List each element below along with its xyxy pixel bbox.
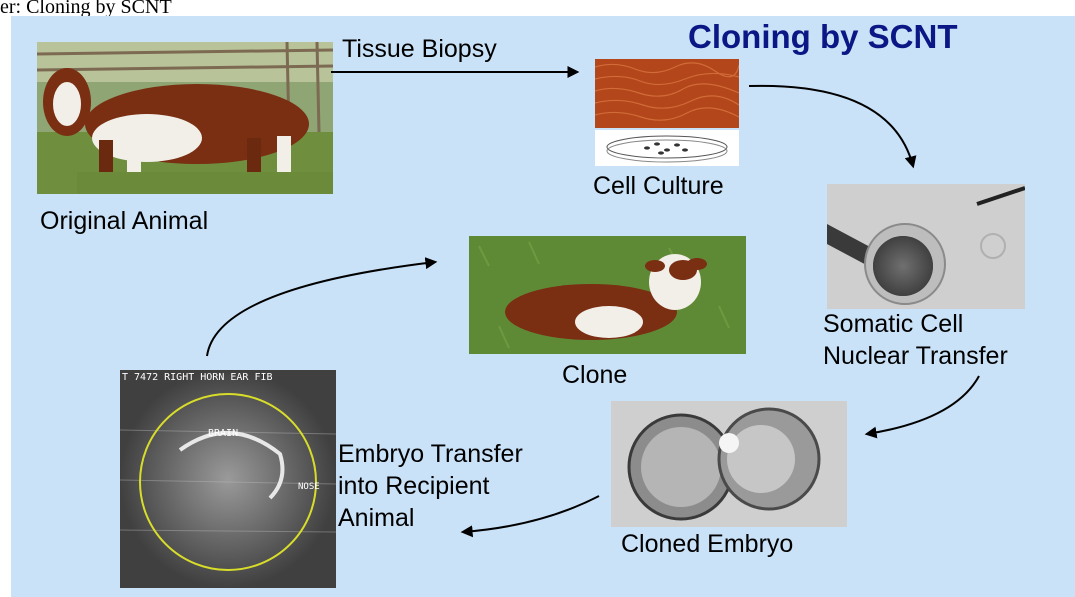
scnt-label-line2: Nuclear Transfer — [823, 341, 1008, 372]
clone-label: Clone — [562, 360, 627, 391]
embryo-transfer-label-line3: Animal — [338, 503, 414, 534]
original-animal-label: Original Animal — [40, 206, 208, 237]
arrow-to-cloned-embryo — [867, 376, 979, 434]
scnt-label-line1: Somatic Cell — [823, 309, 963, 340]
arrow-to-clone — [207, 262, 435, 356]
cloned-embryo-label: Cloned Embryo — [621, 529, 793, 560]
embryo-transfer-label-line2: into Recipient — [338, 471, 489, 502]
flow-arrows — [11, 16, 1075, 597]
tissue-biopsy-label: Tissue Biopsy — [342, 34, 497, 65]
diagram-panel: Cloning by SCNT — [11, 16, 1075, 597]
cell-culture-label: Cell Culture — [593, 171, 724, 202]
embryo-transfer-label-line1: Embryo Transfer — [338, 439, 523, 470]
arrow-to-nuclear-transfer — [749, 86, 913, 166]
